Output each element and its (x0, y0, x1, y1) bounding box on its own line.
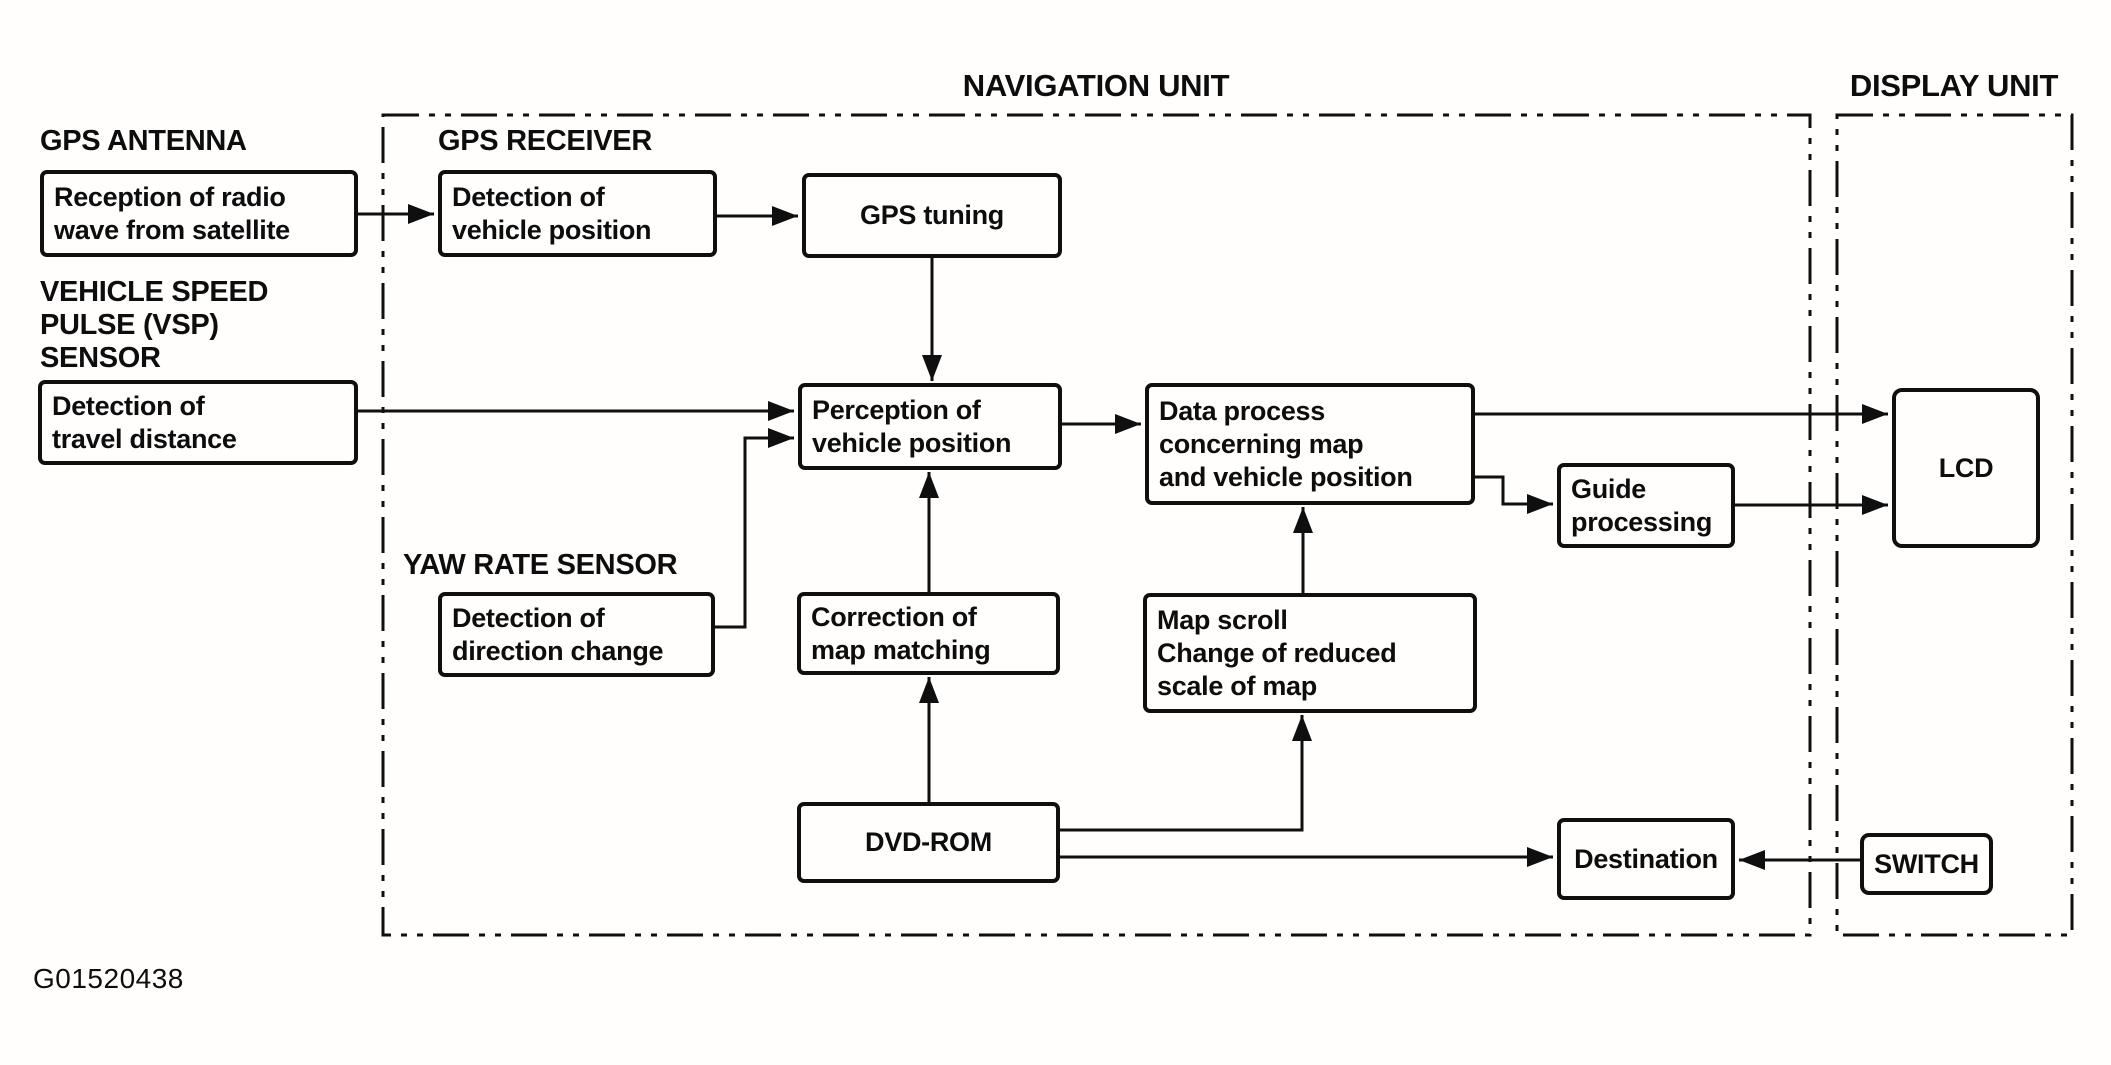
gps-antenna-label: GPS ANTENNA (40, 125, 247, 157)
arrow-dataprocess-to-guide (1475, 475, 1553, 514)
switch-box: SWITCH (1860, 833, 1993, 895)
detection-travel-distance-box: Detection of travel distance (38, 380, 358, 465)
detection-direction-change-box: Detection of direction change (438, 592, 715, 677)
gps-tuning-box: GPS tuning (802, 173, 1062, 258)
dvd-rom-box: DVD-ROM (797, 802, 1060, 883)
guide-processing-box: Guide processing (1557, 463, 1735, 548)
arrow-yaw-to-perception (715, 428, 794, 629)
lcd-box: LCD (1892, 388, 2040, 548)
reception-box: Reception of radio wave from satellite (40, 170, 358, 257)
display-unit-title: DISPLAY UNIT (1849, 68, 2059, 103)
navigation-unit-border (381, 113, 1812, 937)
correction-map-matching-box: Correction of map matching (797, 592, 1060, 675)
data-process-box: Data process concerning map and vehicle … (1145, 383, 1475, 505)
gps-receiver-label: GPS RECEIVER (438, 125, 652, 157)
detection-vehicle-position-box: Detection of vehicle position (438, 170, 717, 257)
map-scroll-box: Map scroll Change of reduced scale of ma… (1143, 593, 1477, 713)
destination-box: Destination (1557, 818, 1735, 900)
perception-vehicle-position-box: Perception of vehicle position (798, 383, 1062, 470)
navigation-unit-title: NAVIGATION UNIT (962, 68, 1230, 103)
figure-id: G01520438 (33, 963, 184, 994)
display-unit-border (1835, 113, 2074, 937)
vsp-sensor-label: VEHICLE SPEED PULSE (VSP) SENSOR (40, 276, 269, 374)
arrow-dvd-to-mapscroll (1060, 715, 1312, 832)
yaw-rate-sensor-label: YAW RATE SENSOR (403, 549, 678, 581)
